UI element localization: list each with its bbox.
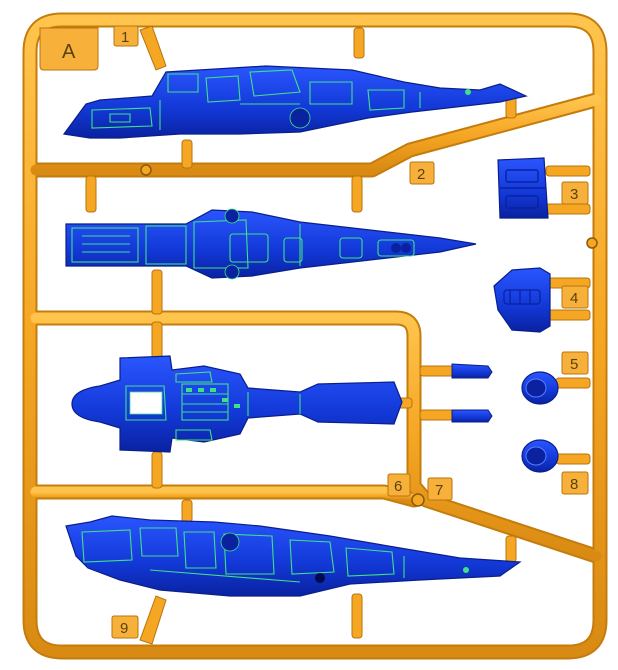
part-5-round-vent: [521, 371, 559, 405]
label-1: 1: [121, 29, 129, 46]
label-2: 2: [417, 166, 425, 183]
part-small-tail-pieces: [451, 363, 493, 423]
part-number-labels: A 1 2 3 4 5 6 7 8 9: [62, 29, 578, 637]
sprue-letter-label: A: [62, 41, 76, 63]
part-number-tags: [39, 25, 589, 639]
tag-8: [561, 471, 589, 495]
label-3: 3: [570, 186, 578, 203]
sprue-frame-fill: [24, 14, 606, 658]
tag-3: [561, 181, 589, 205]
tag-2: [409, 161, 435, 185]
tag-4: [561, 285, 589, 309]
sprue-hubs: [140, 164, 598, 507]
label-4: 4: [570, 290, 578, 307]
tag-6: [387, 473, 411, 497]
part-4-engine-cover: [493, 267, 551, 333]
tag-7: [427, 477, 453, 501]
tag-5: [561, 351, 589, 375]
tag-1: [113, 25, 139, 47]
label-6: 6: [394, 478, 402, 495]
part-9-fuselage-right-half: [65, 515, 522, 597]
label-7: 7: [435, 482, 443, 499]
tag-9: [111, 615, 139, 639]
label-8: 8: [570, 476, 578, 493]
sprue-gates: [85, 25, 591, 645]
part-8-round-vent: [521, 439, 559, 473]
label-5: 5: [570, 356, 578, 373]
part-2-fuselage-floor: [65, 208, 477, 280]
tag-sprue-letter: [39, 27, 99, 71]
label-9: 9: [120, 620, 128, 637]
part-5-fuselage-top: [71, 355, 403, 453]
part-1-fuselage-left-half: [62, 65, 528, 139]
part-3-panel: [497, 157, 549, 219]
